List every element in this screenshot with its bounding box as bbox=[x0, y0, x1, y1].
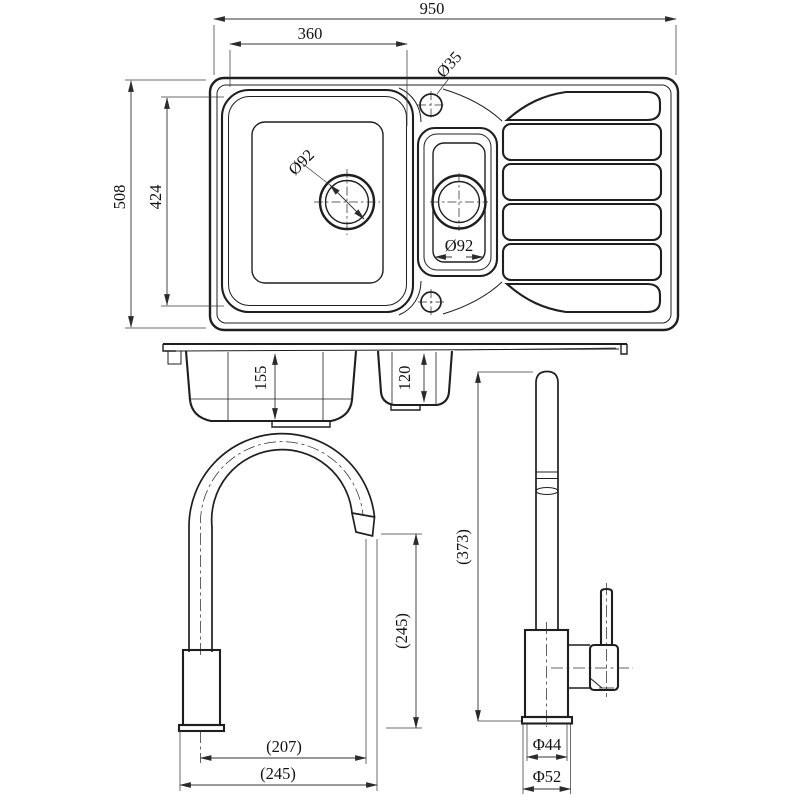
tap-nozzle bbox=[350, 511, 376, 538]
dim-line-main-drain bbox=[329, 184, 365, 220]
tap-side-spout-column bbox=[535, 370, 559, 630]
main-bowl-mid-line bbox=[228, 96, 407, 306]
tap-base-flange bbox=[177, 723, 226, 733]
leader-tap-hole bbox=[436, 76, 451, 95]
dim-bowl-depth-label: 424 bbox=[146, 185, 165, 210]
main-bowl-rim bbox=[220, 88, 415, 314]
profile-drainer-underside bbox=[454, 347, 617, 351]
dim-overall-reach-label: (245) bbox=[260, 764, 296, 783]
tap-spout-centerline bbox=[200, 441, 364, 655]
profile-dimensions: 155 120 bbox=[251, 353, 427, 420]
ledge-curve-bottom-left bbox=[398, 280, 422, 316]
tap-front-view bbox=[177, 432, 376, 763]
dim-bowl-width-label: 360 bbox=[298, 24, 323, 43]
profile-right-cap bbox=[620, 344, 628, 355]
tap-side-dimensions: (373) Φ44 Φ52 bbox=[453, 371, 572, 794]
profile-half-drain-boss bbox=[390, 405, 421, 411]
tap-side-flange bbox=[520, 715, 574, 725]
dim-base-diameter-label: Φ52 bbox=[533, 767, 562, 786]
tap-base-cylinder bbox=[181, 648, 222, 727]
dim-half-drain-label: Ø92 bbox=[445, 236, 473, 255]
drainer-rib-4 bbox=[501, 242, 663, 282]
dim-body-diameter-label: Φ44 bbox=[533, 735, 562, 754]
tap-spout-inner bbox=[210, 448, 353, 652]
dim-tap-hole-label: Ø35 bbox=[432, 47, 465, 81]
tap-front-dimensions: (207) (245) (245) bbox=[179, 533, 422, 791]
main-bowl-floor bbox=[251, 121, 384, 284]
sink-outer-edge bbox=[208, 76, 680, 332]
leader-main-drain bbox=[298, 160, 331, 186]
profile-half-bowl bbox=[376, 350, 454, 407]
tap-side-handle-block bbox=[588, 643, 620, 692]
tap-side-handle-block-chamfer bbox=[589, 677, 603, 689]
tap-spout-outer bbox=[188, 432, 376, 652]
tap-side-swivel-ring bbox=[535, 487, 559, 495]
dim-overall-width-label: 950 bbox=[420, 0, 445, 18]
drainer-band-bottom bbox=[504, 282, 662, 314]
profile-left-clip bbox=[167, 351, 182, 365]
drainer-band-top bbox=[504, 90, 662, 122]
ledge-curve-top-right bbox=[442, 88, 503, 122]
profile-left-cap bbox=[162, 344, 176, 352]
dim-spout-reach-label: (207) bbox=[266, 737, 302, 756]
profile-rim-bottom bbox=[175, 348, 620, 352]
dim-half-depth-label: 120 bbox=[395, 366, 414, 391]
profile-main-drain-boss bbox=[271, 421, 331, 428]
drainer-rib-3 bbox=[501, 202, 663, 242]
dim-tap-height-label: (373) bbox=[453, 529, 472, 565]
drainer-rib-2 bbox=[501, 162, 663, 202]
profile-main-bowl bbox=[184, 350, 358, 423]
half-bowl-mid-line bbox=[423, 133, 492, 271]
dim-main-depth-label: 155 bbox=[251, 366, 270, 391]
sink-top-view bbox=[208, 76, 680, 332]
sink-profile-view bbox=[162, 342, 628, 428]
tap-side-view bbox=[520, 370, 633, 727]
dim-spout-height-label: (245) bbox=[392, 613, 411, 649]
dim-main-drain-label: Ø92 bbox=[284, 145, 318, 179]
ledge-curve-bottom-right bbox=[442, 281, 503, 315]
dim-overall-depth-label: 508 bbox=[110, 185, 129, 210]
half-bowl-rim bbox=[416, 126, 499, 278]
ledge-curve-top-left bbox=[398, 87, 422, 123]
drainer-rib-1 bbox=[501, 122, 663, 162]
